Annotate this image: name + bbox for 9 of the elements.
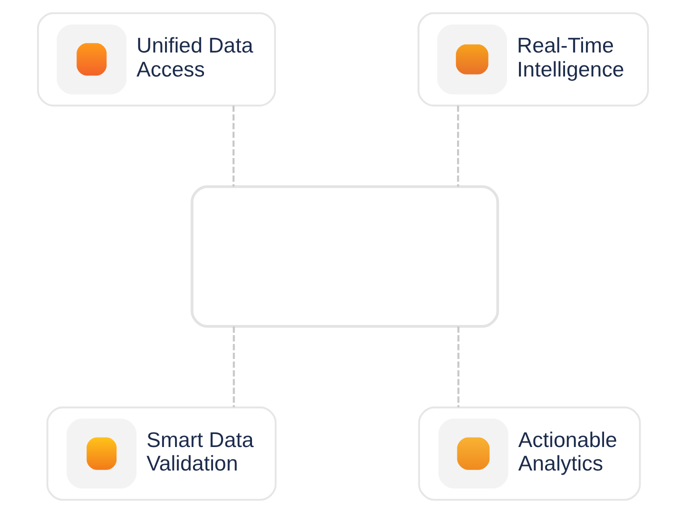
connector: [232, 326, 235, 408]
connector: [232, 106, 235, 187]
connector: [457, 326, 460, 408]
connector: [457, 106, 460, 187]
node-box: [190, 185, 500, 328]
node-box: Real-Time Intelligence: [418, 12, 649, 106]
node-box: Unified Data Access: [37, 12, 276, 106]
node-box: Smart Data Validation: [46, 406, 277, 501]
node-box: Actionable Analytics: [418, 406, 641, 501]
